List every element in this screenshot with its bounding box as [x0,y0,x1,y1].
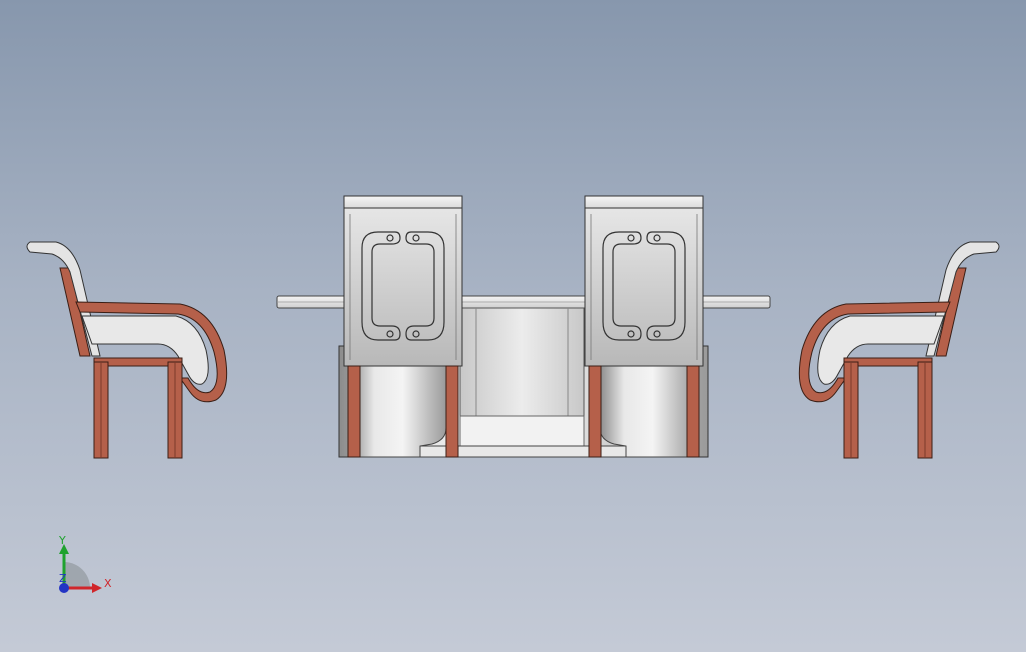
center-left-chair-back-panel [343,207,463,367]
left-chair-backrest [59,267,91,357]
center-right-chair-ornament [602,231,686,341]
center-left-chair-ornament [361,231,445,341]
x-axis-arrow-icon [92,583,102,593]
center-right-chair-back-panel [584,207,704,367]
left-pedestal [349,365,447,458]
y-axis-label: Y [58,534,66,547]
center-left-chair-leg-right [445,365,459,458]
y-axis-arrow-icon [59,544,69,554]
center-right-chair-leg-left [588,365,602,458]
right-chair[interactable] [798,241,1000,459]
right-chair-backrest [935,267,967,357]
right-chair-seat [817,315,945,385]
left-chair-top-rail [26,241,101,357]
left-chair-seat [81,315,209,385]
center-right-chair-leg-right [686,365,700,458]
z-axis-dot-icon [59,583,69,593]
center-left-chair[interactable] [343,195,463,458]
center-left-chair-leg-left [347,365,361,458]
x-axis-label: X [104,577,112,590]
left-chair[interactable] [26,241,228,459]
axis-triad[interactable]: X Y Z [58,534,112,593]
z-axis-label: Z [59,572,67,585]
center-right-chair[interactable] [584,195,704,458]
right-chair-top-rail [925,241,1000,357]
right-pedestal [599,365,697,458]
triad-rotation-arc [64,562,90,588]
